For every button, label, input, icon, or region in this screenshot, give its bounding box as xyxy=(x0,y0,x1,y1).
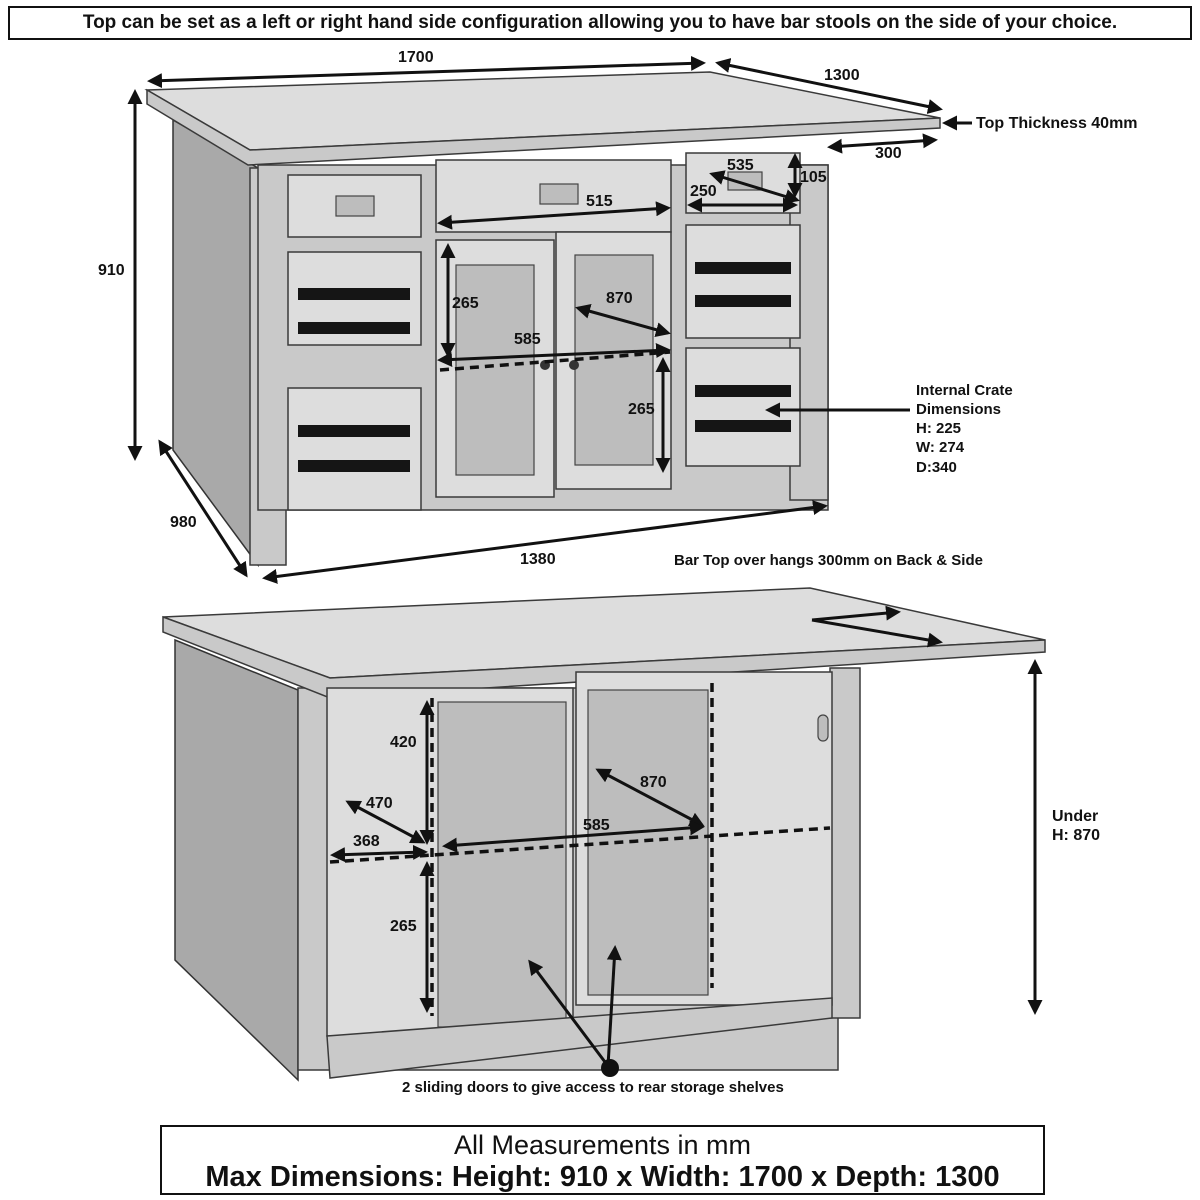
rear-sliding-door-left-panel xyxy=(437,701,567,1028)
drawer-center-handle xyxy=(539,183,579,205)
dim-top-depth-line xyxy=(715,58,943,114)
crate-right-upper xyxy=(685,224,801,339)
crate-note-w: W: 274 xyxy=(916,439,965,456)
label-base-width: 1380 xyxy=(520,551,556,568)
label-base-depth: 980 xyxy=(170,514,197,531)
rear-left-side-panel xyxy=(174,638,299,1082)
crate-note-h: H: 225 xyxy=(916,420,961,437)
label-doors-note: 2 sliding doors to give access to rear s… xyxy=(402,1079,784,1096)
front-left-side-panel xyxy=(172,118,259,568)
dim-drawer-center-width-line xyxy=(437,201,671,230)
label-drawer-center-width: 515 xyxy=(586,193,613,210)
rear-base-plinth xyxy=(326,997,833,1079)
footer-units-line: All Measurements in mm xyxy=(453,1130,752,1160)
doors-note-arrow-2 xyxy=(606,945,622,1067)
crate-left-upper xyxy=(287,251,422,346)
label-overhang-note: Bar Top over hangs 300mm on Back & Side xyxy=(674,552,983,569)
dim-rear-left-width-line xyxy=(330,844,428,863)
label-drawer-side-diag: 535 xyxy=(727,157,754,174)
rear-worktop-edge xyxy=(162,615,1046,699)
dim-overhang-arrow-1 xyxy=(811,605,901,622)
crate-note-d: D:340 xyxy=(916,459,957,476)
rear-view: Bar Top over hangs 300mm on Back & Side … xyxy=(162,552,1100,1096)
dim-rear-diag-right-line xyxy=(595,768,705,827)
label-cupboard-lower-height: 265 xyxy=(628,401,655,418)
dim-top-width-line xyxy=(147,55,706,89)
crate-note-title-2: Dimensions xyxy=(916,401,1001,418)
front-cupboard-door-left-panel xyxy=(455,264,535,476)
dim-overhang-arrow-2 xyxy=(811,618,943,648)
footer-max-dimensions-line: Max Dimensions: Height: 910 x Width: 170… xyxy=(205,1161,1000,1193)
crate-note-title-1: Internal Crate xyxy=(916,382,1013,399)
dim-drawer-side-diag-line xyxy=(709,170,800,204)
label-cupboard-diag: 870 xyxy=(606,290,633,307)
dim-top-overhang-line xyxy=(827,133,938,154)
dim-cupboard-diag-line xyxy=(575,303,671,338)
label-rear-center-width: 585 xyxy=(583,817,610,834)
rear-right-leg xyxy=(829,667,861,1019)
label-cupboard-upper-height: 265 xyxy=(452,295,479,312)
front-view: 1700 1300 Top Thickness 40mm 300 910 980… xyxy=(98,49,1138,584)
label-cupboard-width: 585 xyxy=(514,331,541,348)
label-height: 910 xyxy=(98,262,125,279)
measurements-footer: All Measurements in mm Max Dimensions: H… xyxy=(160,1125,1045,1195)
label-rear-diag-left: 470 xyxy=(366,795,393,812)
front-worktop-edge xyxy=(146,88,941,166)
label-drawer-side-width: 250 xyxy=(690,183,717,200)
label-top-width: 1700 xyxy=(398,49,434,66)
drawer-left-handle xyxy=(335,195,375,217)
label-under: Under xyxy=(1052,808,1098,825)
label-rear-diag-right: 870 xyxy=(640,774,667,791)
label-top-thickness: Top Thickness 40mm xyxy=(976,115,1138,132)
crate-left-lower xyxy=(287,387,422,511)
dim-rear-center-width-line xyxy=(442,820,705,853)
label-top-depth: 1300 xyxy=(824,67,860,84)
configuration-note: Top can be set as a left or right hand s… xyxy=(8,6,1192,40)
front-shelf-dashed-line xyxy=(439,350,671,372)
rear-sliding-door-handle xyxy=(817,714,829,742)
label-rear-lower-height: 265 xyxy=(390,918,417,935)
label-rear-left-width: 368 xyxy=(353,833,380,850)
front-door-knob-right xyxy=(569,360,579,370)
doors-note-arrow-1 xyxy=(528,959,610,1067)
doors-note-dot xyxy=(601,1059,619,1077)
dim-rear-diag-left-line xyxy=(345,800,426,844)
label-drawer-side-height: 105 xyxy=(800,169,827,186)
label-rear-upper-height: 420 xyxy=(390,734,417,751)
dim-base-depth-line xyxy=(158,439,248,578)
label-under-height: H: 870 xyxy=(1052,827,1100,844)
label-top-overhang: 300 xyxy=(875,145,902,162)
dim-base-width-line xyxy=(262,500,828,584)
front-cupboard-door-right-panel xyxy=(574,254,654,466)
dim-cupboard-width-line xyxy=(437,343,671,367)
crate-right-lower xyxy=(685,347,801,467)
